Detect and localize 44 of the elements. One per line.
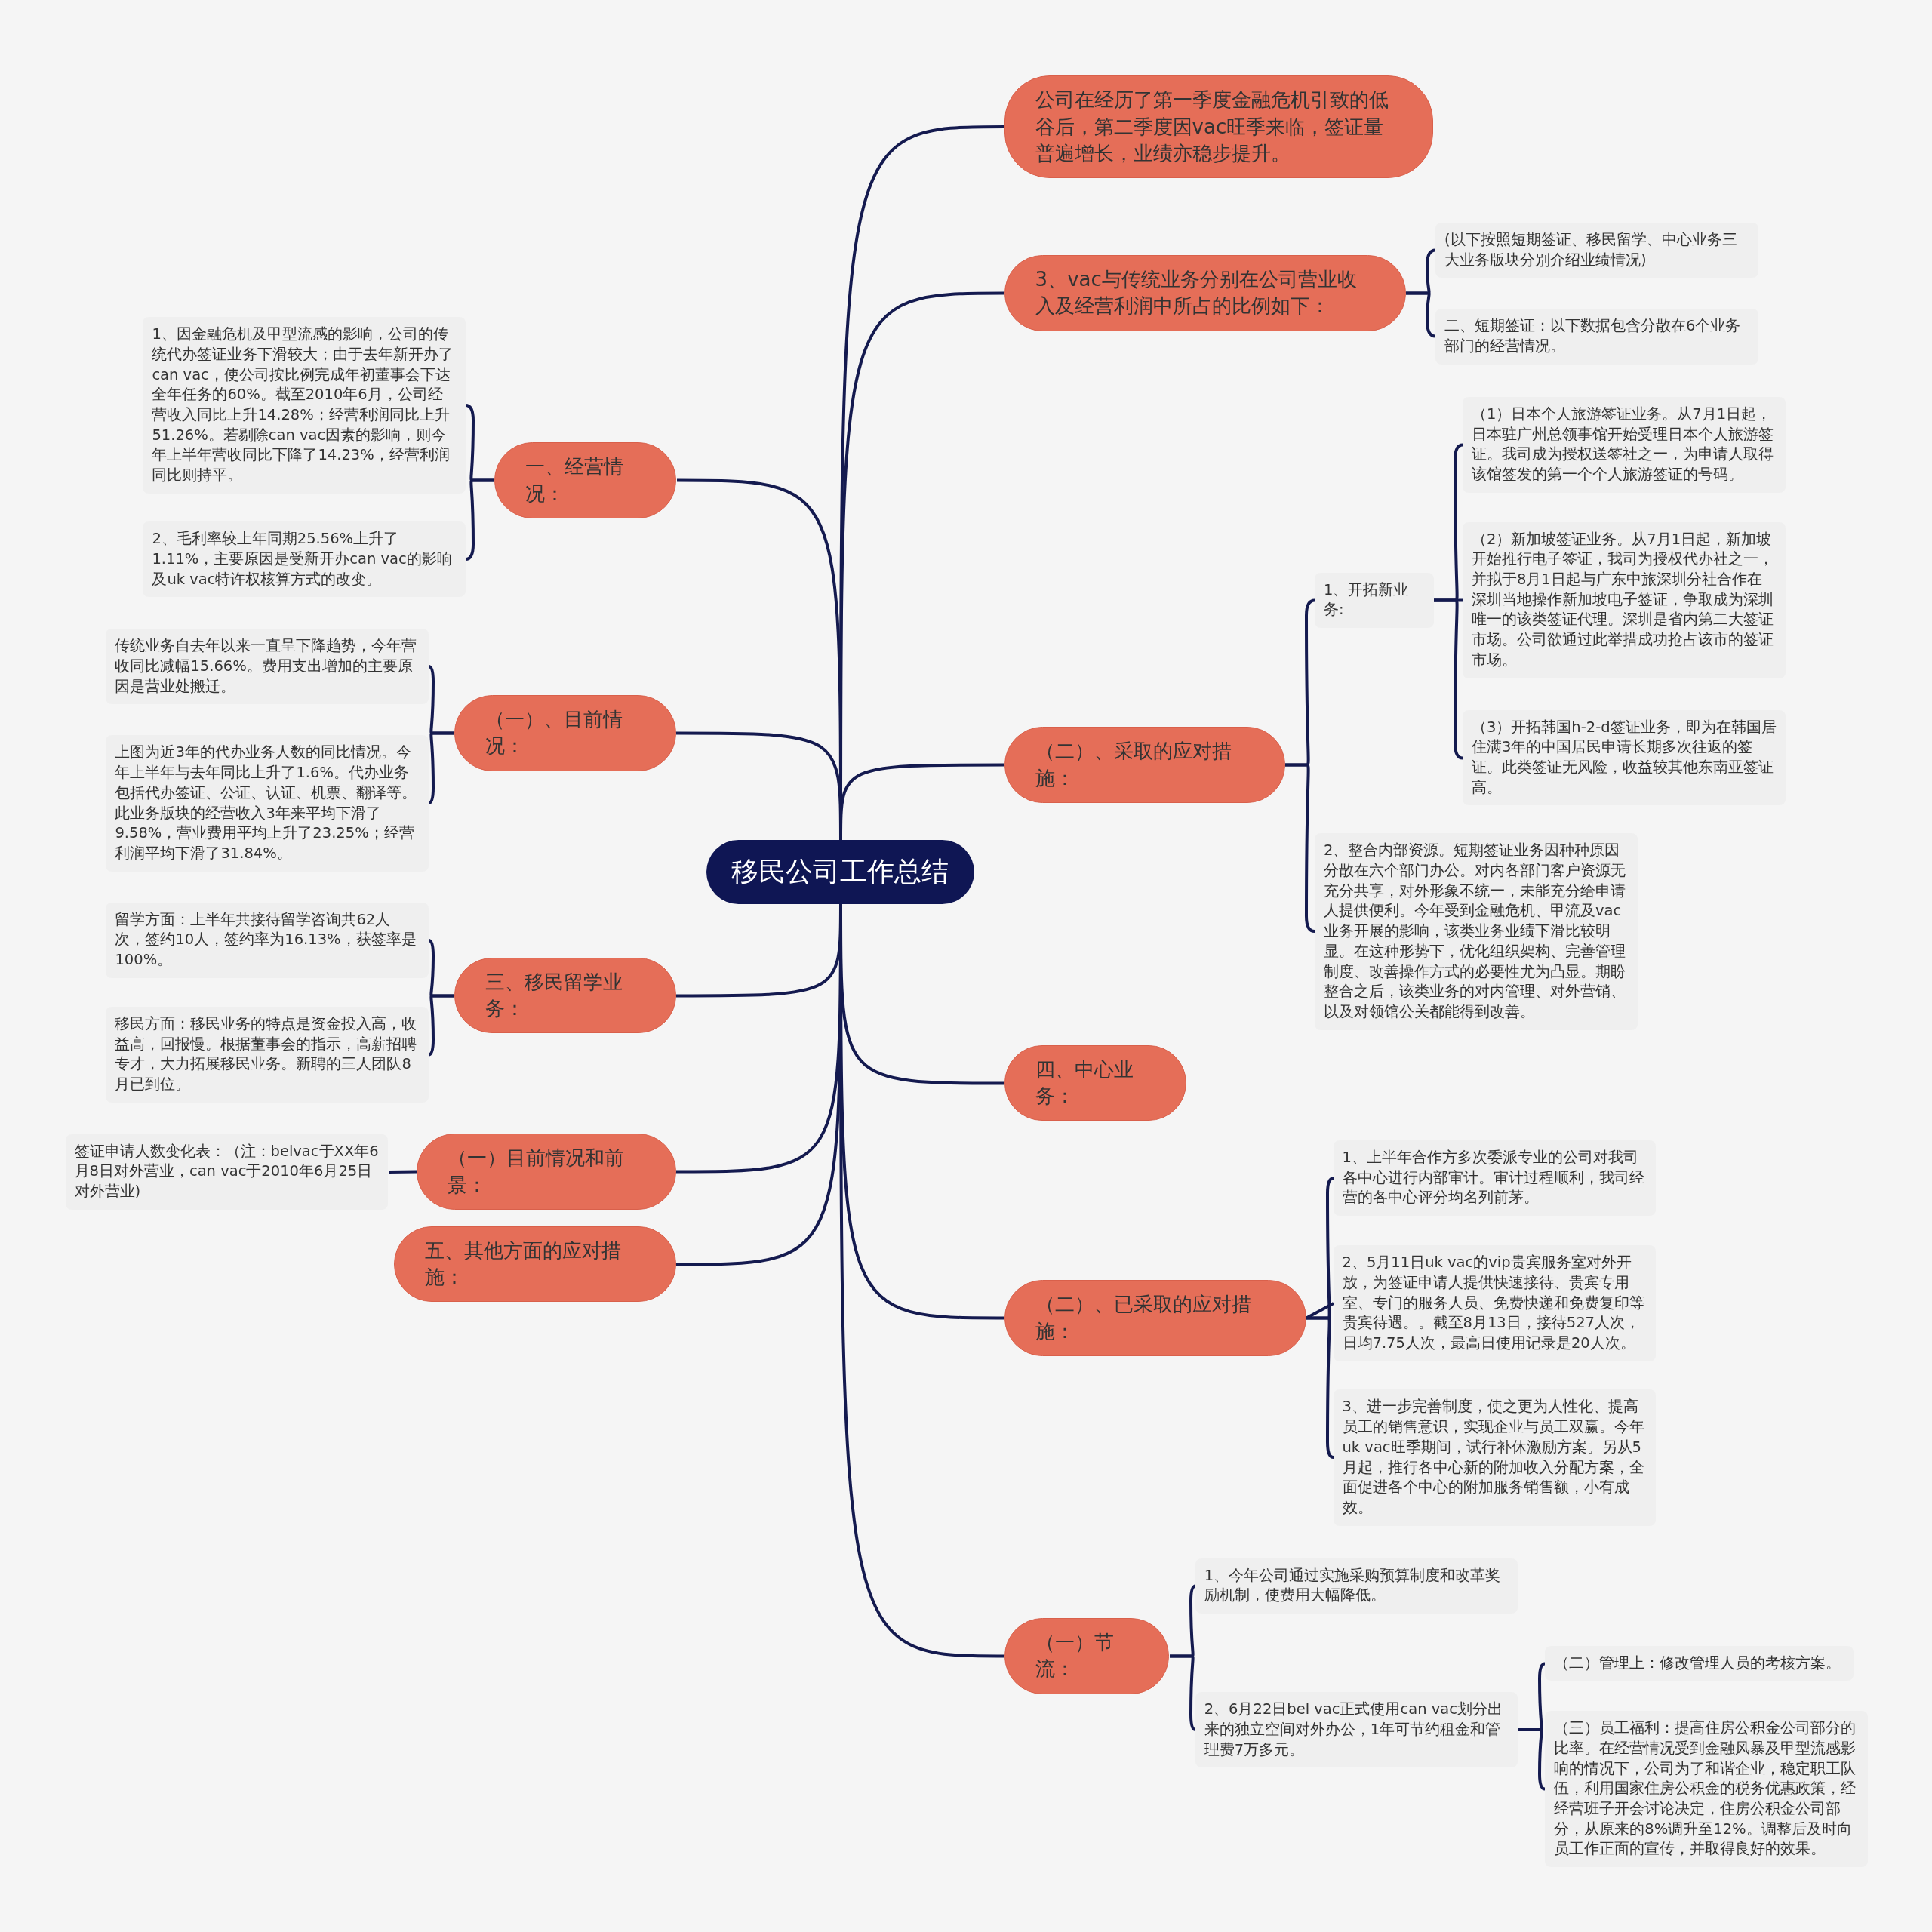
connector-line — [465, 478, 494, 561]
note-box: 1、今年公司通过实施采购预算制度和改革奖励机制，使费用大幅降低。 — [1195, 1558, 1518, 1614]
topic-pill: （一）目前情况和前景： — [416, 1134, 677, 1210]
note-box: 2、整合内部资源。短期签证业务因种种原因分散在六个部门办公。对内各部门客户资源无充分共享，对外形象不统一，未能充分给申请人提供便利。今年受到金融危机、甲流及vac业务开展的影响，该类业务业绩下滑比较明显。在这种形势下，优化组织架构、完善管理制度、改善操作方式的必要性尤为凸显。期盼整合之后，该类业务的对内管理、对外营销、以及对领馆公关都能得到改善。 — [1315, 833, 1638, 1030]
connector-line — [428, 731, 454, 804]
topic-pill: （一）、目前情况： — [454, 694, 677, 771]
topic-pill: 四、中心业务： — [1004, 1044, 1187, 1121]
connector-line — [1285, 763, 1315, 933]
note-box: （2）新加坡签证业务。从7月1日起，新加坡开始推行电子签证，我司为授权代办社之一，并拟于8月1日起与广东中旅深圳分社合作在深圳当地操作新加坡电子签证，争取成为深圳唯一的该类签证代理。深圳是省内第二大签证市场。公司欲通过此举措成功抢占该市的签证市场。 — [1462, 521, 1786, 678]
note-box: （3）开拓韩国h-2-d签证业务，即为在韩国居住满3年的中国居民申请长期多次往返的签证。此类签证无风险，收益较其他东南亚签证高。 — [1462, 709, 1786, 806]
connector-line — [1406, 291, 1436, 338]
connector-line — [1518, 1728, 1546, 1791]
note-box: 1、因金融危机及甲型流感的影响，公司的传统代办签证业务下滑较大；由于去年新开办了can vac，使公司按比例完成年初董事会下达全年任务的60%。截至2010年6月，公司经营收入同比上升14.28%；经营利润同比上升51.26%。若剔除can vac因素的影响，则今年上半年营收同比下降了14.23%，经营利润同比则持平。 — [143, 317, 466, 494]
note-box: （二）管理上：修改管理人员的考核方案。 — [1545, 1645, 1854, 1681]
note-box: 1、开拓新业务: — [1315, 572, 1435, 628]
topic-pill: 五、其他方面的应对措施： — [394, 1226, 677, 1303]
central-topic: 移民公司工作总结 — [706, 840, 975, 905]
topic-pill: 3、vac与传统业务分别在公司营业收入及经营利润中所占的比例如下： — [1004, 255, 1406, 331]
connector-line — [1170, 1654, 1196, 1731]
note-box: 移民方面：移民业务的特点是资金投入高，收益高，回报慢。根据董事会的指示，高薪招聘专才，大力拓展移民业务。新聘的三人团队8月已到位。 — [106, 1007, 429, 1103]
connector-line — [1434, 598, 1463, 760]
note-box: 3、进一步完善制度，使之更为人性化、提高员工的销售意识，实现企业与员工双赢。今年uk vac旺季期间，试行补休激励方案。另从5月起，推行各中心新的附加收入分配方案，全面促进各个中心的附加服务销售额，小有成效。 — [1333, 1389, 1657, 1526]
note-box: 2、5月11日uk vac的vip贵宾服务室对外开放，为签证申请人提供快速接待、贵宾专用室、专门的服务人员、免费快递和免费复印等贵宾待遇。。截至8月13日，接待527人次，日均7.75人次，最高日使用记录是20人次。 — [1333, 1245, 1657, 1361]
note-box: 传统业务自去年以来一直呈下降趋势，今年营收同比减幅15.66%。费用支出增加的主要原因是营业处搬迁。 — [106, 629, 429, 705]
topic-pill: （一）节流： — [1004, 1617, 1170, 1694]
note-box: （1）日本个人旅游签证业务。从7月1日起，日本驻广州总领事馆开始受理日本个人旅游签证。我司成为授权送签社之一，为申请人取得该馆签发的第一个个人旅游签证的号码。 — [1462, 396, 1786, 493]
connector-line — [388, 1170, 417, 1174]
note-box: 2、6月22日bel vac正式使用can vac划分出来的独立空间对外办公，1年可节约租金和管理费7万多元。 — [1195, 1692, 1518, 1768]
note-box: 上图为近3年的代办业务人数的同比情况。今年上半年与去年同比上升了1.6%。代办业务包括代办签证、公证、认证、机票、翻译等。此业务版块的经营收入3年来平均下滑了9.58%，营业费用平均上升了23.25%；经营利润平均下滑了31.84%。 — [106, 735, 429, 872]
note-box: (以下按照短期签证、移民留学、中心业务三大业务版块分别介绍业绩情况) — [1435, 222, 1758, 278]
connector-line — [676, 731, 842, 840]
note-box: 2、毛利率较上年同期25.56%上升了1.11%，主要原因是受新开办can vac的影响及uk vac特许权核算方式的改变。 — [143, 521, 466, 598]
topic-pill: （二）、采取的应对措施： — [1004, 727, 1285, 804]
topic-pill: 公司在经历了第一季度金融危机引致的低谷后，第二季度因vac旺季来临，签证量普遍增长，业绩亦稳步提升。 — [1004, 75, 1433, 179]
note-box: 二、短期签证：以下数据包含分散在6个业务部门的经营情况。 — [1435, 309, 1758, 365]
note-box: （三）员工福利：提高住房公积金公司部分的比率。在经营情况受到金融风暴及甲型流感影响的情况下，公司为了和谐企业，稳定职工队伍，利用国家住房公积金的税务优惠政策，经经营班子开会讨论决定，住房公积金公司部分，从原来的8%调升至12%。调整后及时向员工作正面的宣传，并取得良好的效果。 — [1545, 1711, 1869, 1868]
note-box: 1、上半年合作方多次委派专业的公司对我司各中心进行内部审计。审计过程顺利，我司经营的各中心评分均名列前茅。 — [1333, 1140, 1657, 1216]
note-box: 留学方面：上半年共接待留学咨询共62人次，签约10人，签约率为16.13%，获签率是100%。 — [106, 902, 429, 978]
topic-pill: （二）、已采取的应对措施： — [1004, 1280, 1306, 1357]
connector-line — [1306, 1316, 1334, 1459]
connector-line — [428, 994, 454, 1057]
topic-pill: 三、移民留学业务： — [454, 957, 677, 1034]
topic-pill: 一、经营情况： — [494, 442, 677, 518]
note-box: 签证申请人数变化表：（注：belvac于XX年6月8日对外营业，can vac于2010年6月25日对外营业) — [65, 1134, 389, 1210]
